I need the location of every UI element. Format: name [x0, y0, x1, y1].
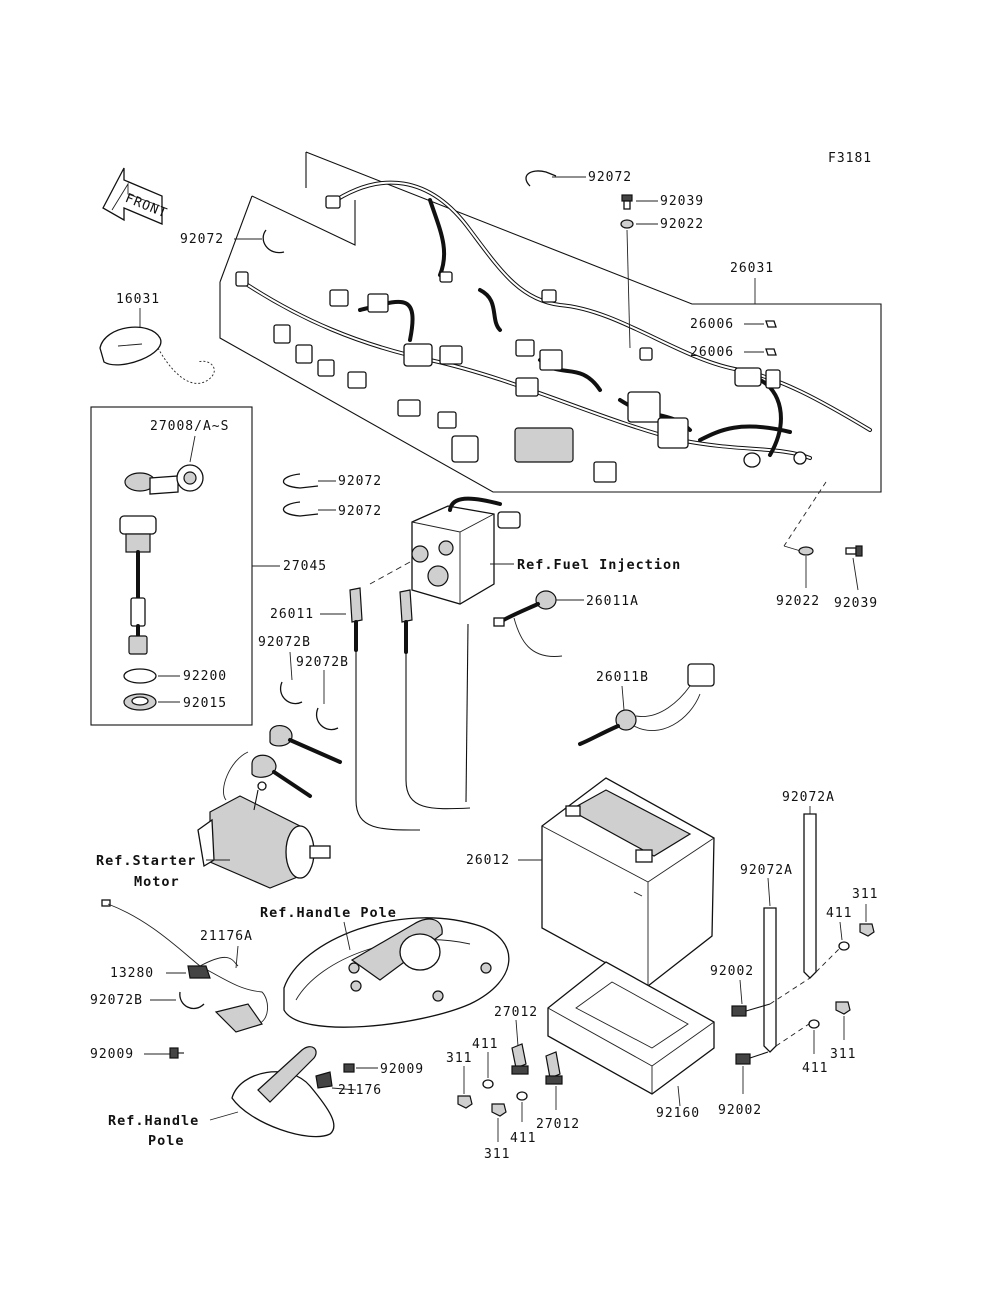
part-label-92039-right: 92039 — [834, 596, 878, 611]
part-label-92072-c2: 92072 — [338, 504, 382, 519]
battery-cable-26011: 26011 — [270, 587, 471, 831]
part-label-13280: 13280 — [110, 966, 154, 981]
handle-pole: Ref.Handle Pole — [260, 905, 510, 1028]
fasteners-right: 92022 92039 — [776, 481, 878, 611]
cable-26011B: 26011B — [578, 663, 715, 746]
ref-starter-motor-2: Motor — [134, 874, 180, 890]
part-label-27012-b: 27012 — [536, 1117, 580, 1132]
bracket-27012: 27012 27012 — [494, 1005, 580, 1132]
part-label-26011B: 26011B — [596, 670, 649, 685]
lanyard-key-16031: 16031 — [99, 292, 215, 384]
ref-handle-pole-1: Ref.Handle Pole — [260, 905, 397, 921]
part-label-311-c: 311 — [484, 1147, 510, 1162]
ref-handle-pole-2b: Pole — [148, 1133, 185, 1149]
part-label-92002-b: 92002 — [718, 1103, 762, 1118]
part-label-411-d: 411 — [802, 1061, 828, 1076]
part-label-92200: 92200 — [183, 669, 227, 684]
ground-cable-26011A: 26011A — [465, 590, 639, 803]
part-label-26031: 26031 — [730, 261, 774, 276]
harness-label-26031: 26031 — [730, 261, 774, 304]
starter-relay: Ref.Fuel Injection — [369, 496, 681, 605]
part-label-311-b: 311 — [446, 1051, 472, 1066]
part-label-92072A-a: 92072A — [782, 790, 835, 805]
battery-straps-92072A: 92072A 92072A — [740, 790, 841, 1053]
part-label-16031: 16031 — [116, 292, 160, 307]
clamp-92072B-lower: 92072B — [90, 991, 205, 1009]
part-label-311-d: 311 — [830, 1047, 856, 1062]
part-label-92022-top: 92022 — [660, 217, 704, 232]
part-label-21176: 21176 — [338, 1083, 382, 1098]
sensor-wire-21176A: 21176A — [101, 899, 268, 1033]
starter-motor: Ref.Starter Motor — [96, 725, 342, 890]
part-label-26006-a: 26006 — [690, 317, 734, 332]
screw-92009-a: 92009 — [90, 1047, 184, 1062]
front-arrow-icon: FRONT — [102, 167, 169, 225]
washer-92022-top: 92022 — [620, 217, 704, 349]
part-label-26011A: 26011A — [586, 594, 639, 609]
ref-fuel-injection: Ref.Fuel Injection — [517, 557, 681, 573]
part-label-92160: 92160 — [656, 1106, 700, 1121]
part-label-92072B-b: 92072B — [296, 655, 349, 670]
plate-13280: 13280 — [110, 965, 211, 981]
part-label-92039-top: 92039 — [660, 194, 704, 209]
clamp-92072-left: 92072 — [180, 229, 285, 254]
clamps-92072B-middle: 92072B 92072B — [258, 635, 349, 731]
sensor-21176: 21176 Ref.Handle Pole — [108, 1046, 382, 1149]
part-label-411-a: 411 — [826, 906, 852, 921]
battery-tray-92160: 92160 — [547, 961, 715, 1121]
part-label-92072-c1: 92072 — [338, 474, 382, 489]
figure-code: F3181 — [828, 151, 872, 166]
fuse-26006: 26006 26006 — [690, 317, 777, 360]
nuts-washers-center: 411 311 311 411 — [446, 1037, 536, 1162]
screw-92009-b: 92009 — [343, 1062, 424, 1077]
part-label-92072B-c: 92072B — [90, 993, 143, 1008]
part-label-92072-top: 92072 — [588, 170, 632, 185]
ref-handle-pole-2a: Ref.Handle — [108, 1113, 199, 1129]
battery-26012: 26012 — [466, 777, 715, 987]
part-label-27012-a: 27012 — [494, 1005, 538, 1020]
part-label-21176A: 21176A — [200, 929, 253, 944]
part-label-311-a: 311 — [852, 887, 878, 902]
part-label-411-b: 411 — [472, 1037, 498, 1052]
fasteners-strap-lower: 92002 411 311 — [718, 1001, 856, 1118]
part-label-92009-a: 92009 — [90, 1047, 134, 1062]
clamp-92072-top: 92072 — [525, 170, 632, 187]
part-label-27045: 27045 — [283, 559, 327, 574]
part-label-26011: 26011 — [270, 607, 314, 622]
part-label-92002-a: 92002 — [710, 964, 754, 979]
part-label-92009-b: 92009 — [380, 1062, 424, 1077]
part-label-27008: 27008/A~S — [150, 419, 229, 434]
clamps-92072-center: 92072 92072 — [282, 473, 382, 519]
ref-starter-motor-1: Ref.Starter — [96, 853, 196, 869]
bolt-92039-top: 92039 — [621, 194, 704, 210]
part-label-26012: 26012 — [466, 853, 510, 868]
part-label-92015: 92015 — [183, 696, 227, 711]
ignition-switch-box: 27008/A~S 27045 92200 92015 — [90, 406, 327, 726]
part-label-26006-b: 26006 — [690, 345, 734, 360]
main-wiring-harness — [235, 180, 872, 483]
fasteners-strap-upper: 311 411 92002 — [710, 887, 878, 1017]
part-label-92072B-a: 92072B — [258, 635, 311, 650]
part-label-92072-left: 92072 — [180, 232, 224, 247]
part-label-92022-right: 92022 — [776, 594, 820, 609]
part-label-92072A-b: 92072A — [740, 863, 793, 878]
part-label-411-c: 411 — [510, 1131, 536, 1146]
